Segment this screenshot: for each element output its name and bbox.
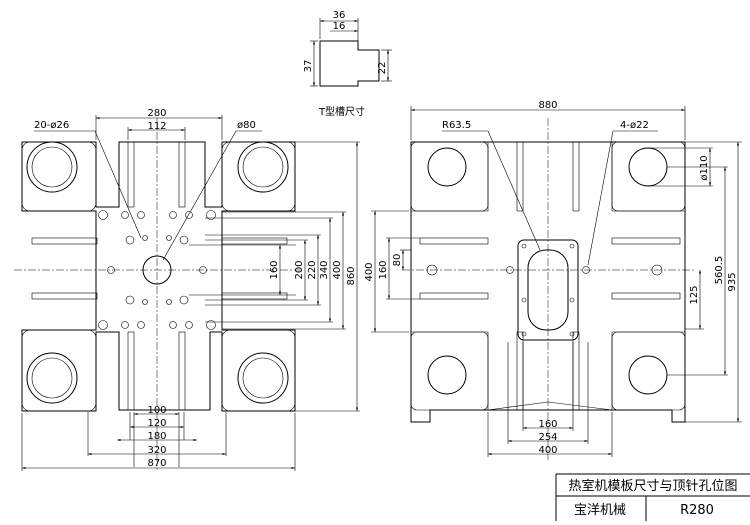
dim-870: 870	[147, 458, 166, 469]
dim-400-left: 400	[364, 262, 375, 281]
dim-200: 200	[294, 260, 305, 279]
ejector-hole-group	[426, 243, 663, 337]
company-name: 宝洋机械	[574, 503, 626, 518]
tie-bar-hole	[26, 141, 78, 193]
tie-bar-hole	[427, 355, 467, 395]
dim-180: 180	[147, 431, 166, 442]
title-block: 热室机模板尺寸与顶针孔位图 宝洋机械 R280	[555, 473, 750, 521]
center-hole	[142, 255, 172, 285]
ejector-plate	[517, 239, 579, 341]
tie-bar-hole	[427, 147, 467, 187]
tie-bar-hole	[237, 141, 289, 193]
drawing-title: 热室机模板尺寸与顶针孔位图	[568, 478, 737, 494]
dim-340: 340	[319, 260, 330, 279]
tslot-dim-left: 37	[303, 60, 314, 73]
dim-320: 320	[147, 445, 166, 456]
dim-125: 125	[689, 285, 700, 304]
model-number: R280	[680, 503, 714, 518]
dim-110: ø110	[699, 155, 710, 180]
callout-holes: 20-ø26	[34, 120, 69, 131]
callout-holes: 4-ø22	[620, 120, 649, 131]
dim-80: 80	[392, 254, 403, 267]
tie-bar-hole	[628, 355, 668, 395]
ejector-hole-group	[98, 210, 216, 330]
dim-160: 160	[538, 419, 557, 430]
dim-100: 100	[147, 405, 166, 416]
dim-254: 254	[538, 432, 557, 443]
tslot-dim-mid: 16	[333, 21, 346, 32]
tie-bar-hole	[237, 352, 289, 404]
callout-radius: R63.5	[442, 120, 471, 131]
dim-880: 880	[538, 100, 557, 111]
dim-860: 860	[346, 266, 357, 285]
dim-400-bottom: 400	[538, 445, 557, 456]
tie-bar-hole	[26, 352, 78, 404]
dim-220: 220	[307, 260, 318, 279]
dim-160-left: 160	[378, 260, 389, 279]
tslot-detail: 36 16 37 22 T型槽尺寸	[303, 10, 392, 118]
tslot-dim-top: 36	[333, 10, 346, 21]
dim-400: 400	[332, 260, 343, 279]
tie-bar-hole	[628, 147, 668, 187]
dim-120: 120	[147, 418, 166, 429]
dim-112: 112	[147, 121, 166, 132]
left-platen: 280 112 20-ø26 ø80 100 120 180 320 870 8…	[14, 108, 360, 471]
dim-935: 935	[727, 272, 738, 291]
right-platen: 880 R63.5 4-ø22 160 254 400 400 160 80	[364, 100, 742, 460]
dim-280: 280	[147, 108, 166, 119]
center-slot	[527, 249, 569, 331]
callout-center-hole: ø80	[237, 120, 256, 131]
dim-560-5: 560.5	[714, 256, 725, 285]
tslot-dim-right: 22	[377, 62, 388, 75]
dim-160: 160	[269, 260, 280, 279]
tslot-caption: T型槽尺寸	[318, 105, 365, 118]
